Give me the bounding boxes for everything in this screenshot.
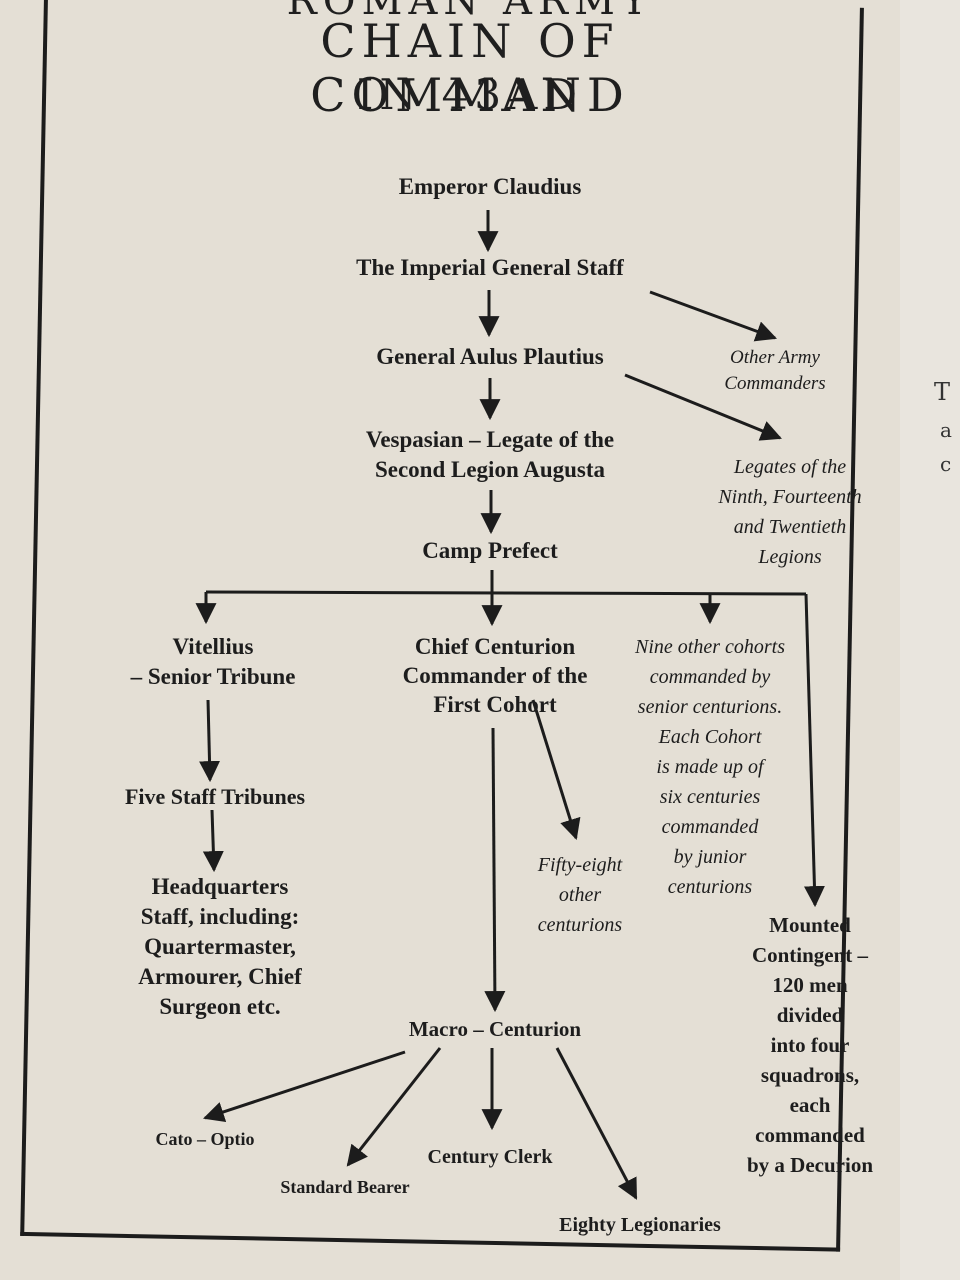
arrow (346, 1047, 442, 1167)
note-line: Ninth, Fourteenth (718, 486, 862, 508)
node-line: Surgeon etc. (159, 994, 281, 1019)
node-line: Headquarters (151, 874, 289, 899)
note-other-army: Other Army Commanders (710, 345, 840, 397)
facing-page-edge: T a c (900, 0, 960, 1280)
node-vespasian: Vespasian – Legate of the Second Legion … (300, 425, 680, 485)
node-headquarters: Headquarters Staff, including: Quarterma… (110, 872, 330, 1022)
note-line: and Twentieth (733, 516, 847, 538)
note-legates: Legates of the Ninth, Fourteenth and Twe… (705, 452, 875, 572)
node-standard-bearer: Standard Bearer (280, 1177, 410, 1197)
note-line: Legates of the (733, 456, 847, 478)
book-page (0, 0, 900, 1280)
node-general-staff: The Imperial General Staff (356, 255, 624, 280)
node-cato: Cato – Optio (155, 1129, 255, 1149)
facing-text-fragment: c (940, 452, 952, 476)
node-camp-prefect: Camp Prefect (422, 538, 558, 563)
node-emperor: Emperor Claudius (398, 174, 582, 199)
node-legionaries: Eighty Legionaries (559, 1214, 721, 1236)
node-plautius: General Aulus Plautius (376, 344, 604, 369)
arrow (202, 809, 224, 873)
note-line: Nine other cohorts (635, 636, 785, 658)
arrow (531, 699, 581, 841)
note-line: centurions (537, 914, 623, 936)
node-vespasian-line2: Second Legion Augusta (374, 457, 606, 482)
node-line: each (789, 1093, 831, 1117)
note-line: six centuries (659, 786, 761, 808)
note-line: by junior (673, 846, 747, 868)
note-line: commanded by (649, 666, 771, 688)
node-mounted-contingent: Mounted Contingent – 120 men divided int… (730, 910, 890, 1180)
arrow (555, 1047, 638, 1200)
note-line: senior centurions. (637, 696, 783, 718)
node-chief-centurion: Chief Centurion Commander of the First C… (370, 632, 620, 719)
note-fifty-eight: Fifty-eight other centurions (515, 850, 645, 940)
node-line: divided (776, 1003, 844, 1027)
node-line: into four (770, 1033, 850, 1057)
note-line: centurions (667, 876, 753, 898)
facing-text-fragment: a (940, 418, 952, 442)
node-century-clerk: Century Clerk (427, 1146, 553, 1168)
node-line: Armourer, Chief (138, 964, 302, 989)
node-line: Staff, including: (140, 904, 300, 929)
title-line-3: IN 43AD (356, 70, 584, 119)
node-line: 120 men (772, 973, 848, 997)
node-macro: Macro – Centurion (408, 1017, 582, 1041)
arrow (649, 290, 777, 342)
arrow (203, 1050, 406, 1123)
note-line: Commanders (724, 373, 826, 394)
arrow (803, 593, 825, 908)
node-line: Contingent – (751, 943, 869, 967)
arrow (199, 699, 221, 783)
note-line: Other Army (730, 347, 820, 368)
note-line: Fifty-eight (537, 854, 623, 876)
node-chief-line2: Commander of the (402, 663, 588, 688)
node-line: squadrons, (760, 1063, 860, 1087)
note-line: Each Cohort (658, 726, 762, 748)
node-line: Mounted (769, 913, 851, 937)
note-line: is made up of (656, 756, 764, 778)
node-five-staff: Five Staff Tribunes (124, 784, 306, 809)
node-vespasian-line1: Vespasian – Legate of the (365, 427, 615, 452)
arrow (624, 373, 782, 441)
node-vitellius-line2: – Senior Tribune (130, 664, 296, 689)
note-line: other (558, 884, 602, 906)
node-line: commanded (755, 1123, 865, 1147)
title-line-2: CHAIN OF COMMAND (310, 14, 630, 122)
title-line-1: ROMAN ARMY (286, 0, 654, 24)
note-line: Legions (758, 546, 822, 568)
node-vitellius: Vitellius – Senior Tribune (98, 632, 328, 692)
arrow (484, 727, 506, 1013)
node-line: by a Decurion (747, 1153, 873, 1177)
note-nine-cohorts: Nine other cohorts commanded by senior c… (620, 632, 800, 902)
node-chief-line3: First Cohort (433, 692, 557, 717)
node-line: Quartermaster, (144, 934, 296, 959)
connector-line (205, 590, 807, 596)
note-line: commanded (661, 816, 759, 838)
node-vitellius-line1: Vitellius (172, 634, 254, 659)
node-chief-line1: Chief Centurion (414, 634, 576, 659)
facing-text-fragment: T (934, 378, 951, 406)
